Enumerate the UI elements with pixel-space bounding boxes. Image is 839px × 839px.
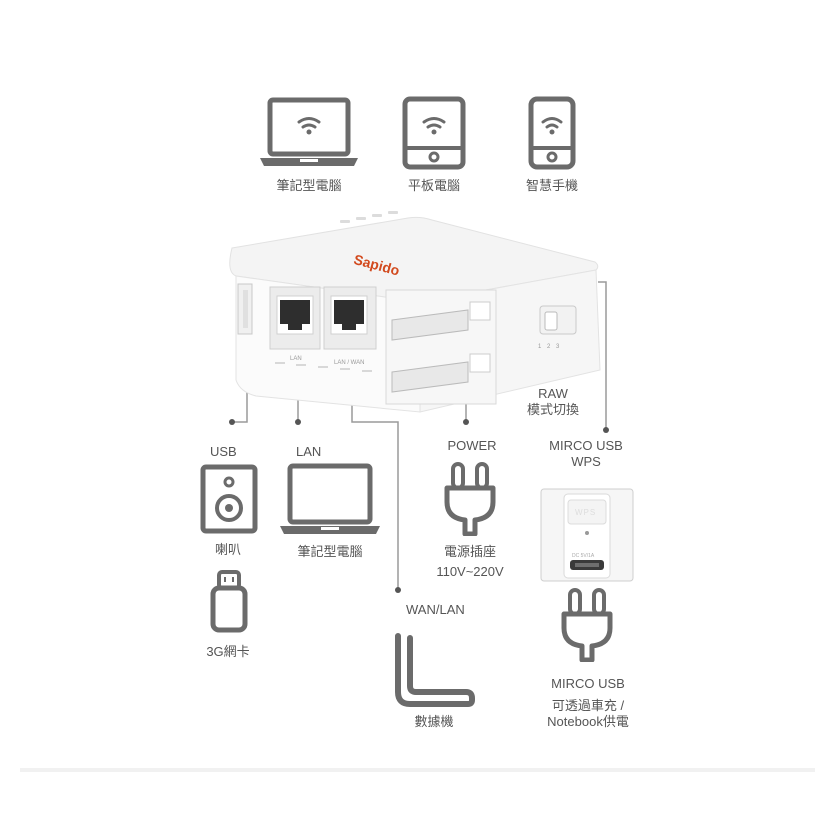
router-device [229, 211, 601, 413]
micro-usb-plug-icon [561, 588, 613, 662]
router-mode-switch-marks: 1 2 3 [538, 344, 562, 350]
wps-text: WPS [575, 508, 597, 517]
micro-usb-wps-label-2: WPS [571, 454, 601, 469]
dongle-label: 3G網卡 [206, 644, 250, 659]
power-label: POWER [447, 438, 497, 453]
top-phone-label: 智慧手機 [525, 178, 579, 193]
modem-label: 數據機 [414, 714, 454, 729]
laptop-icon [260, 97, 358, 166]
wps-microusb-panel [540, 488, 634, 582]
connector-dots [229, 419, 609, 593]
smartphone-icon [528, 96, 576, 170]
modem-icon [395, 633, 475, 707]
router-port-lan-label: LAN [290, 356, 302, 362]
lan-laptop-icon [280, 463, 380, 534]
micro-usb-wps-label-1: MIRCO USB [549, 438, 623, 453]
voltage-label: 110V~220V [436, 564, 504, 579]
bottom-divider [20, 768, 815, 772]
micro-usb-desc-line2: Notebook供電 [547, 714, 629, 729]
usb-dongle-icon [210, 570, 248, 633]
lan-laptop-label: 筆記型電腦 [297, 544, 363, 559]
speaker-icon [200, 464, 258, 534]
tablet-icon [402, 96, 466, 170]
wps-port-text: DC 5V/1A [572, 553, 595, 559]
speaker-label: 喇叭 [214, 542, 242, 557]
micro-usb-label: MIRCO USB [551, 676, 625, 691]
top-laptop-label: 筆記型電腦 [276, 178, 342, 193]
microusb-connector-line [598, 281, 607, 430]
lan-label: LAN [296, 444, 322, 459]
mode-switch-label: 模式切換 [526, 402, 580, 417]
outlet-label: 電源插座 [443, 544, 497, 559]
micro-usb-desc-line1: 可透過車充 / [551, 698, 625, 713]
wan-lan-label: WAN/LAN [406, 602, 465, 617]
usb-label: USB [210, 444, 237, 459]
raw-label: RAW [538, 386, 568, 401]
router-port-lanwan-label: LAN / WAN [334, 360, 365, 366]
power-plug-icon [444, 462, 496, 536]
top-tablet-label: 平板電腦 [407, 178, 461, 193]
